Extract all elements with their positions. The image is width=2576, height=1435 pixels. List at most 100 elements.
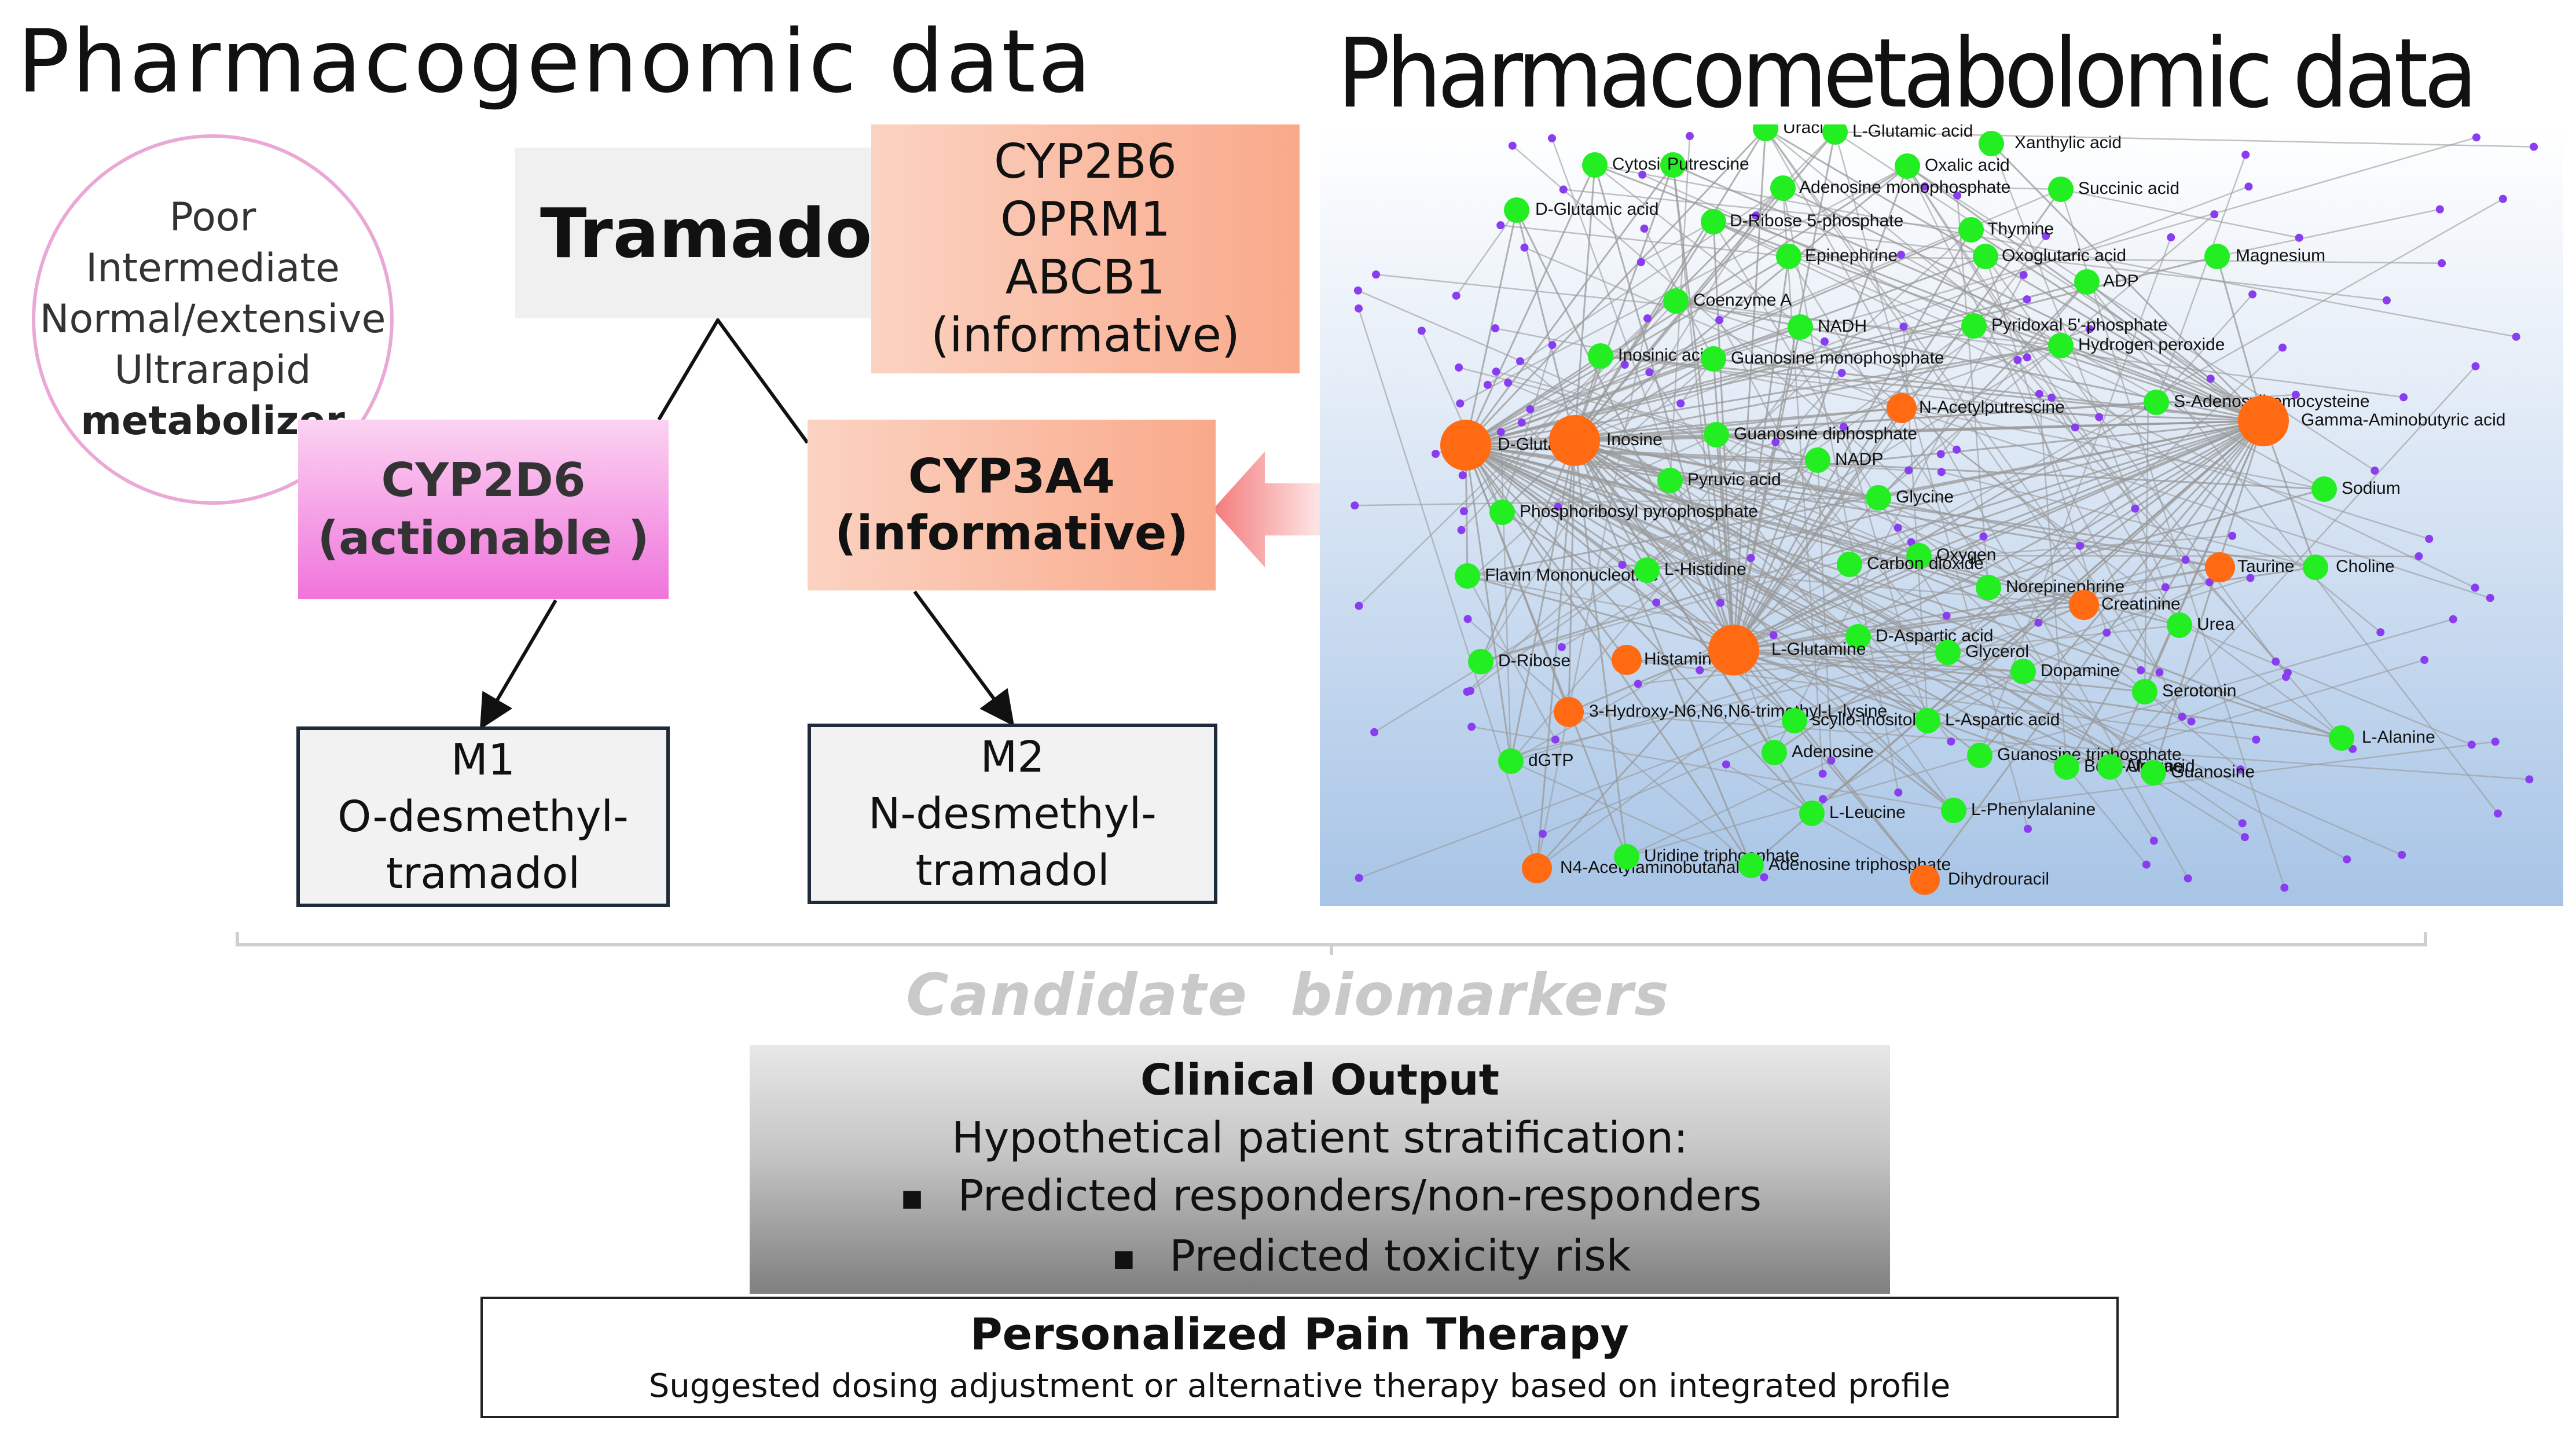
network-node-label: Sodium <box>2342 479 2401 498</box>
network-edge <box>1458 366 1818 461</box>
network-node-label: Thymine <box>1987 219 2054 238</box>
network-node <box>1906 543 1932 568</box>
network-edge <box>1646 341 1825 571</box>
network-edge <box>1465 444 2325 490</box>
network-small-node <box>2435 205 2444 214</box>
network-small-node <box>2238 819 2247 828</box>
network-small-node <box>2491 737 2500 746</box>
network-small-node <box>2024 824 2032 833</box>
network-small-node <box>2486 594 2494 603</box>
m2-line2: tramadol <box>915 846 1110 896</box>
network-edge <box>1466 229 1972 692</box>
phenotype-ultrarapid: Ultrarapid <box>114 347 311 393</box>
network-node-label: Taurine <box>2237 557 2294 576</box>
network-small-node <box>1979 532 1988 541</box>
pharmacometabolomic-title: Pharmacometabolomic data <box>1337 18 2478 129</box>
network-edge <box>1903 326 1929 721</box>
network-node-label: Glycerol <box>1965 642 2029 661</box>
network-small-node <box>1640 224 1649 233</box>
network-node <box>1612 645 1642 675</box>
network-small-node <box>2471 583 2479 592</box>
network-edge <box>1435 188 2061 455</box>
network-edge <box>1574 439 2154 774</box>
network-node <box>1915 708 1940 733</box>
network-small-node <box>1372 270 1381 279</box>
bullet-square-icon: ■ <box>901 1185 923 1212</box>
network-edge <box>1520 361 1859 637</box>
network-node-label: Urea <box>2197 615 2234 634</box>
network-node-label: Oxoglutaric acid <box>2002 246 2126 265</box>
network-node <box>1762 740 1787 765</box>
network-node-label: Adenosine monophosphate <box>1799 178 2010 197</box>
network-small-node <box>2240 833 2249 842</box>
phenotype-poor: Poor <box>169 194 256 240</box>
network-edge <box>1461 300 1676 531</box>
network-node <box>1973 244 1998 269</box>
network-small-node <box>2370 467 2379 475</box>
network-edge <box>1984 256 2277 662</box>
network-edge <box>1465 444 2402 856</box>
network-small-node <box>1463 615 1472 623</box>
network-edge <box>1573 440 1628 857</box>
network-edge <box>1849 420 2264 566</box>
network-node <box>2048 333 2074 358</box>
network-edge <box>1574 186 2249 442</box>
m1-code: M1 <box>451 735 515 785</box>
network-node <box>1799 801 1825 826</box>
network-edge <box>2065 420 2265 768</box>
network-node <box>1935 640 1961 665</box>
network-node-label: 3-Hydroxy-N6,N6,N6-trimethyl-L-lysine <box>1589 702 1887 721</box>
network-edge <box>1465 444 1813 814</box>
network-small-node <box>1526 405 1535 413</box>
network-edge <box>1357 308 1538 869</box>
network-edge <box>1672 164 1722 603</box>
network-edge <box>1467 575 1734 651</box>
network-small-node <box>2376 628 2385 637</box>
network-node-label: D-Aspartic acid <box>1876 626 1993 645</box>
network-small-node <box>1620 360 1629 369</box>
clinical-bullet-1-text: Predicted responders/non-responders <box>957 1170 1762 1221</box>
network-small-node <box>1456 399 1465 408</box>
network-small-node <box>1508 141 1517 150</box>
network-small-node <box>1467 722 1476 731</box>
network-small-node <box>1355 874 1363 882</box>
network-node-label: Phosphoribosyl pyrophosphate <box>1520 502 1758 521</box>
network-edge <box>1765 128 2381 633</box>
network-small-node <box>1645 368 1654 377</box>
network-small-node <box>1370 728 1379 736</box>
network-edge <box>2066 676 2287 768</box>
network-small-node <box>2498 194 2507 203</box>
network-node <box>1776 244 1801 269</box>
network-small-node <box>2278 343 2287 352</box>
network-edge <box>1858 420 2264 638</box>
genes-tag: (informative) <box>930 308 1241 363</box>
network-edge <box>1918 420 2264 557</box>
network-small-node <box>2187 717 2196 726</box>
network-edge <box>1626 659 2021 672</box>
network-node-label: Histamine <box>1644 649 1721 669</box>
network-small-node <box>1458 471 1467 480</box>
network-small-node <box>1483 380 1492 389</box>
network-edge <box>1733 649 2067 768</box>
network-node <box>2069 590 2099 620</box>
network-small-node <box>1457 526 1466 534</box>
network-small-node <box>1752 211 1760 220</box>
network-edge <box>1764 128 2189 879</box>
network-small-node <box>1953 445 1961 454</box>
network-small-node <box>2131 504 2140 513</box>
network-node <box>1738 853 1764 878</box>
network-small-node <box>2085 325 2094 333</box>
network-node <box>1976 575 2001 600</box>
network-edge <box>1536 649 1735 869</box>
network-edge <box>1467 575 1774 636</box>
tramadol-label: Tramadol <box>540 193 896 273</box>
network-small-node <box>1548 341 1557 350</box>
network-edge <box>2156 293 2254 403</box>
network-node <box>2141 760 2166 786</box>
network-node-label: ADP <box>2103 271 2139 291</box>
network-node <box>2048 177 2074 202</box>
network-edge <box>1733 649 1926 880</box>
network-node-label: D-Ribose <box>1498 651 1570 670</box>
network-node <box>1634 557 1660 583</box>
